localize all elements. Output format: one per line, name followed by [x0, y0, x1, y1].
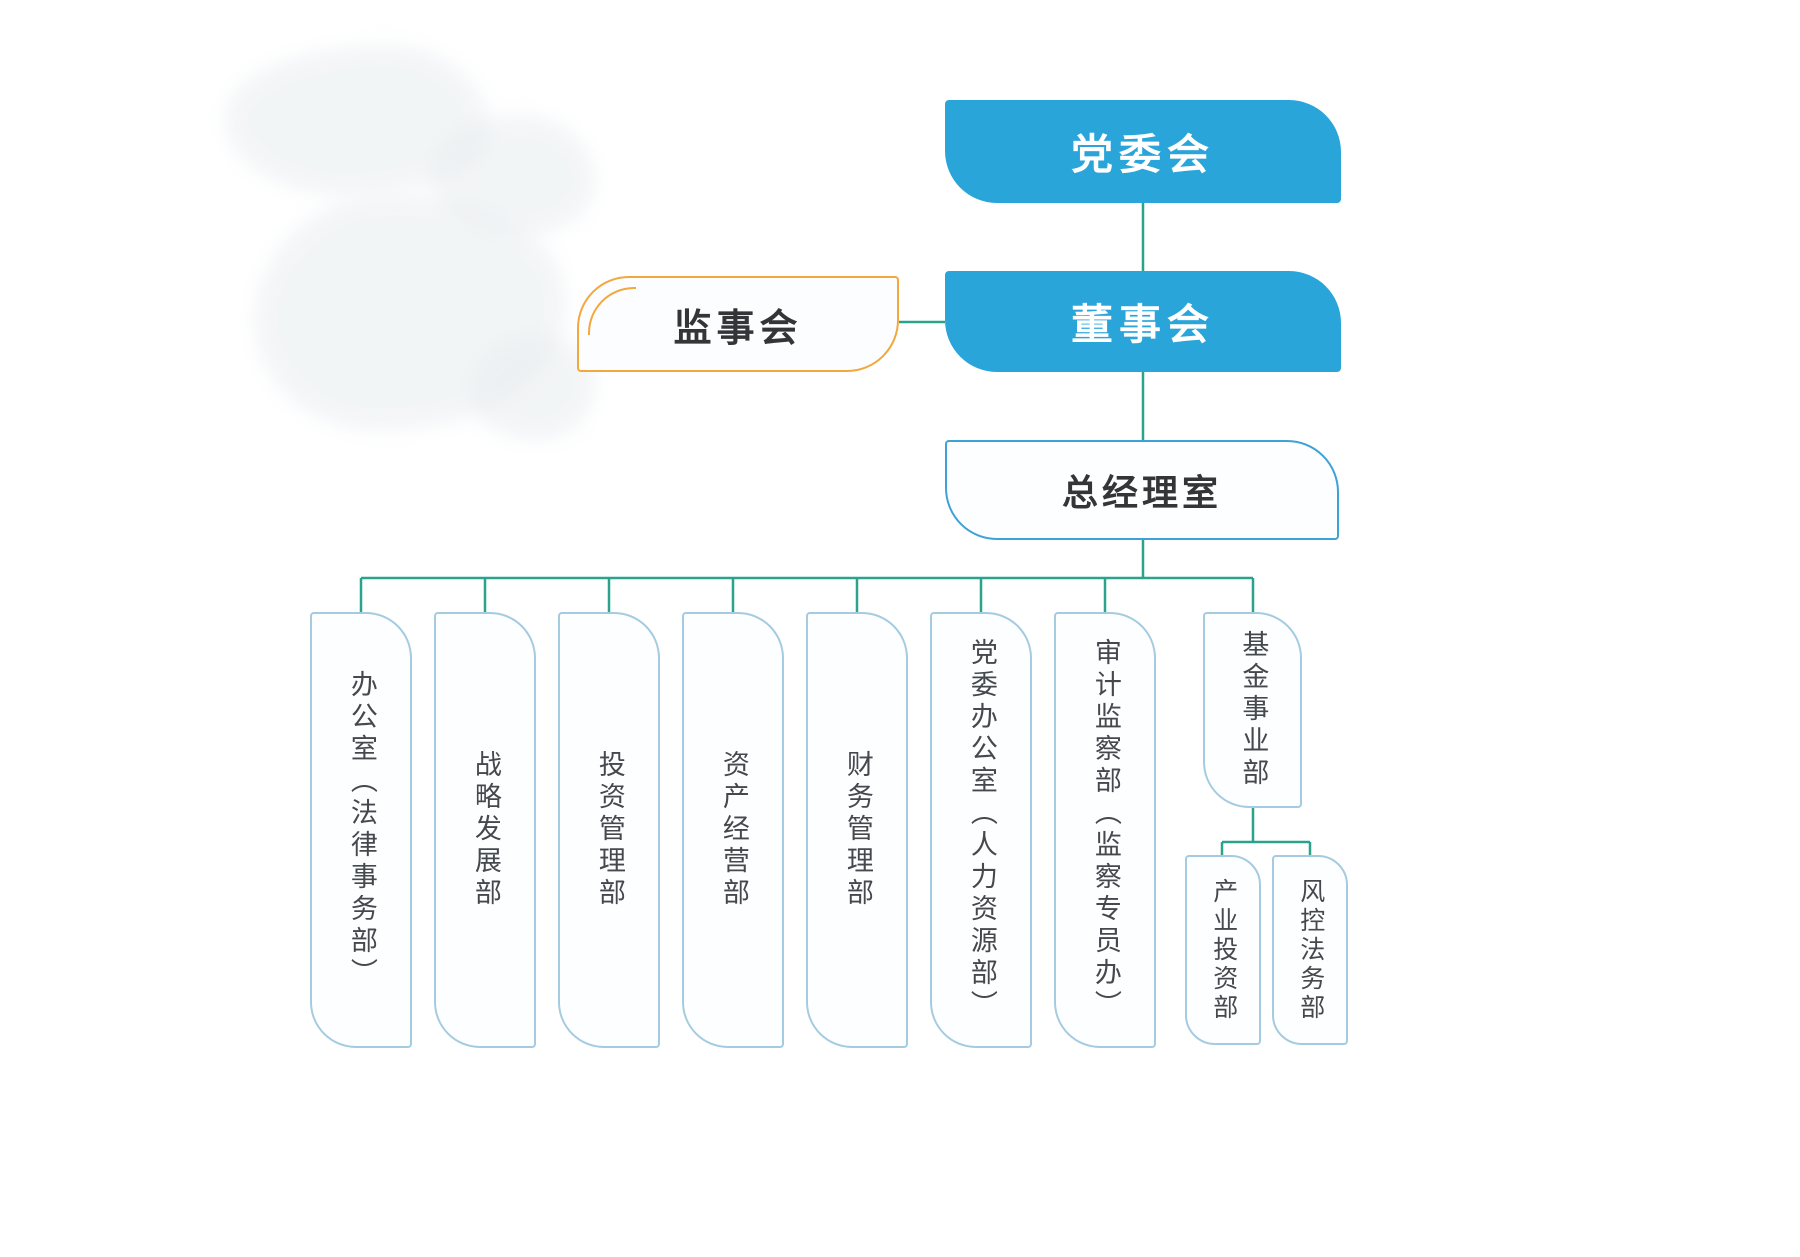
node-party-committee-label: 党委会 — [1070, 131, 1215, 178]
background-watermark — [470, 335, 595, 440]
dept-label: 基金事业部 — [1238, 630, 1269, 790]
node-party-committee: 党委会 — [945, 100, 1341, 203]
dept-fund-division: 基金事业部 — [1203, 612, 1302, 808]
background-watermark — [430, 115, 595, 235]
dept-investment-management: 投资管理部 — [558, 612, 660, 1048]
node-board-of-directors-label: 董事会 — [1070, 301, 1215, 348]
subdept-label: 产业投资部 — [1209, 877, 1238, 1023]
dept-label: 投资管理部 — [594, 750, 625, 910]
dept-audit-supervision: 审计监察部（监察专员办） — [1054, 612, 1156, 1048]
dept-label: 党委办公室（人力资源部） — [966, 638, 997, 1022]
node-supervisory-board: 监事会 — [577, 276, 899, 372]
subdept-risk-control-legal: 风控法务部 — [1272, 855, 1348, 1045]
subdept-label: 风控法务部 — [1296, 877, 1325, 1023]
dept-office-legal-affairs: 办公室（法律事务部） — [310, 612, 412, 1048]
dept-strategic-development: 战略发展部 — [434, 612, 536, 1048]
dept-party-office-hr: 党委办公室（人力资源部） — [930, 612, 1032, 1048]
dept-label: 财务管理部 — [842, 750, 873, 910]
node-general-manager-office: 总经理室 — [945, 440, 1339, 540]
subdept-industrial-investment: 产业投资部 — [1185, 855, 1261, 1045]
dept-asset-operation: 资产经营部 — [682, 612, 784, 1048]
node-general-manager-office-label: 总经理室 — [1061, 472, 1222, 513]
dept-label: 战略发展部 — [470, 750, 501, 910]
dept-label: 办公室（法律事务部） — [346, 670, 377, 990]
node-board-of-directors: 董事会 — [945, 271, 1341, 372]
dept-financial-management: 财务管理部 — [806, 612, 908, 1048]
dept-label: 审计监察部（监察专员办） — [1090, 638, 1121, 1022]
node-supervisory-board-label: 监事会 — [673, 307, 803, 350]
dept-label: 资产经营部 — [718, 750, 749, 910]
